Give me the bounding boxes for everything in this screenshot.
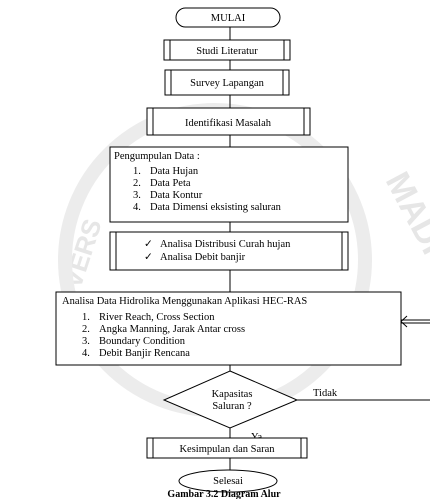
start-terminal [175, 7, 281, 28]
identifikasi-masalah-box [146, 107, 311, 136]
pengumpulan-data-title: Pengumpulan Data : [114, 151, 200, 162]
pengumpulan-item-number: 4. [133, 202, 141, 213]
hecras-item-1: River Reach, Cross Section [99, 312, 215, 323]
pengumpulan-item-3: Data Kontur [150, 190, 203, 201]
pengumpulan-item-number: 3. [133, 190, 141, 201]
studi-literatur-label: Studi Literatur [196, 46, 258, 57]
pengumpulan-item-2: Data Peta [150, 178, 191, 189]
analisa-item-2: Analisa Debit banjir [160, 252, 246, 263]
pengumpulan-item-number: 1. [133, 166, 141, 177]
decision-label-line2: Saluran ? [212, 401, 252, 412]
check-icon: ✓ [144, 252, 153, 263]
analisa-box [109, 231, 349, 271]
pengumpulan-item-1: Data Hujan [150, 166, 199, 177]
hecras-item-2: Angka Manning, Jarak Antar cross [99, 324, 245, 335]
survey-lapangan-label: Survey Lapangan [190, 78, 265, 89]
figure-caption: Gambar 3.2 Diagram Alur [167, 489, 281, 499]
hecras-box [55, 291, 402, 366]
hecras-title: Analisa Data Hidrolika Menggunakan Aplik… [62, 296, 307, 307]
decision-label-line1: Kapasitas [212, 389, 253, 400]
end-label: Selesai [213, 476, 243, 487]
hecras-item-4: Debit Banjir Rencana [99, 348, 190, 359]
kesimpulan-box [146, 437, 308, 459]
start-label: MULAI [211, 13, 246, 24]
kesimpulan-label: Kesimpulan dan Saran [179, 444, 275, 455]
hecras-item-number: 4. [82, 348, 90, 359]
watermark-text: MADIYA [378, 166, 430, 300]
loopback-arrowhead [400, 315, 408, 328]
check-icon: ✓ [144, 239, 153, 250]
hecras-item-number: 3. [82, 336, 90, 347]
hecras-item-number: 1. [82, 312, 90, 323]
identifikasi-masalah-label: Identifikasi Masalah [185, 118, 272, 129]
pengumpulan-item-number: 2. [133, 178, 141, 189]
tidak-label: Tidak [313, 388, 338, 399]
survey-lapangan-box [164, 69, 290, 96]
pengumpulan-item-4: Data Dimensi eksisting saluran [150, 202, 282, 213]
studi-literatur-box [163, 39, 291, 61]
hecras-item-3: Boundary Condition [99, 336, 186, 347]
pengumpulan-data-box [109, 146, 349, 223]
decision-diamond [162, 370, 299, 429]
hecras-item-number: 2. [82, 324, 90, 335]
analisa-item-1: Analisa Distribusi Curah hujan [160, 239, 291, 250]
end-terminal [178, 469, 278, 493]
